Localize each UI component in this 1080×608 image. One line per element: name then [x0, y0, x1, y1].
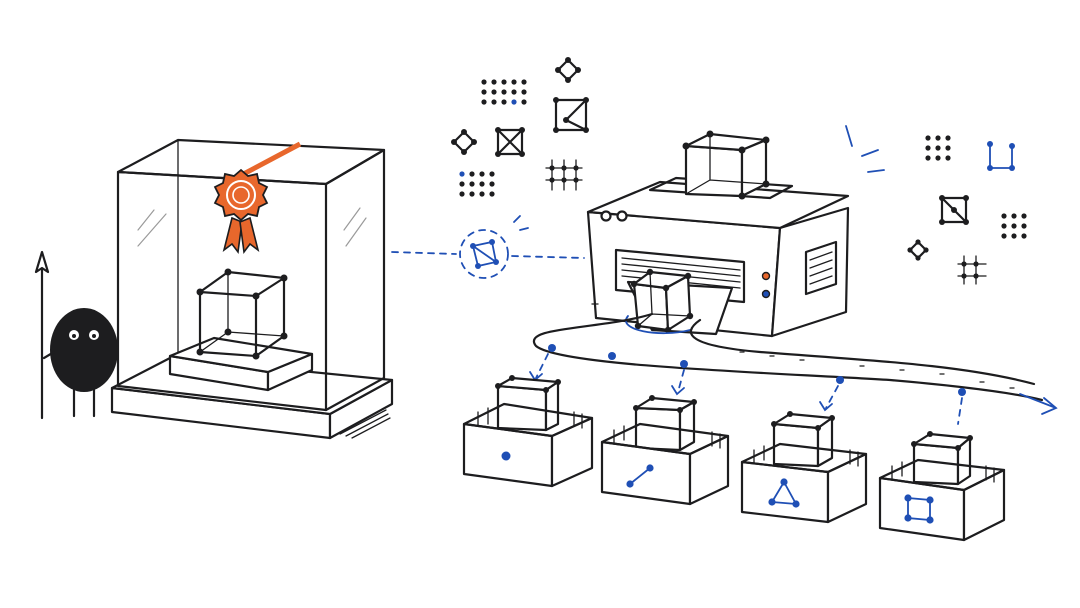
crossed-square-graph-icon [495, 127, 525, 157]
output-bin-1 [462, 375, 594, 488]
printer-output-slot [614, 248, 746, 304]
character-body [50, 308, 118, 392]
stream-arrow-icon [1019, 393, 1058, 415]
case-side-pane [324, 148, 386, 412]
input-cube [682, 130, 770, 200]
connector-node-to-printer [511, 255, 585, 259]
stream-edge-top [532, 312, 1044, 402]
printer-output-lines [621, 257, 741, 289]
output-cube [630, 268, 694, 334]
dot-grid-icon-b [459, 171, 495, 197]
polygon-graph-icon-a [553, 97, 589, 133]
stream-node-2 [608, 352, 616, 360]
glass-display-case [110, 138, 394, 440]
graph-node-icon [459, 215, 529, 279]
printer-button-left [600, 210, 612, 222]
paper-stream [529, 312, 1058, 425]
connector-case-to-node [391, 251, 457, 255]
glass-glint-left [137, 209, 167, 247]
output-bin-4 [878, 431, 1006, 542]
dot-grid-icon-a [481, 79, 527, 105]
drop-arrow-1 [535, 353, 549, 379]
dot-grid-icon-c [925, 135, 951, 161]
stream-dotted-track [739, 351, 1015, 389]
bin-2-pattern-segment [629, 467, 651, 485]
hash-graph-icon-b [957, 255, 987, 285]
hash-graph-icon [545, 159, 583, 191]
printer-button-right [616, 210, 628, 222]
dot-grid-icon-d [1001, 213, 1027, 239]
stream-node-4 [836, 376, 844, 384]
printer-top [586, 180, 850, 230]
spark-lines-icon [845, 125, 885, 173]
printer-machine [586, 130, 850, 338]
stream-node-1 [548, 344, 556, 352]
drop-arrow-3 [825, 385, 839, 409]
blue-bracket-graph-icon [987, 141, 1015, 171]
drop-arrow-2 [677, 369, 685, 393]
printer-vent [804, 240, 838, 296]
stream-edge-bottom [689, 318, 1036, 386]
output-bin-2 [600, 395, 730, 506]
certified-seal-icon [213, 168, 269, 255]
displayed-cube [196, 268, 288, 360]
printer-blue-light [761, 289, 771, 299]
case-base-hatching [339, 409, 391, 439]
diamond-square-graph-icon [939, 195, 969, 225]
glass-glint-right [343, 207, 367, 247]
diamond-graph-icon-a [555, 57, 581, 83]
printer-vent-slats [809, 251, 833, 285]
diamond-graph-icon-b [451, 129, 477, 155]
character-arm [42, 350, 56, 360]
stream-node-5 [958, 388, 966, 396]
diamond-graph-icon-c [907, 239, 929, 261]
bin-3-pattern-triangle [770, 480, 798, 506]
spear-guard-character [34, 250, 118, 420]
printer-orange-light [761, 271, 771, 281]
spear-tip-icon [34, 250, 50, 274]
node-spark-lines [513, 215, 529, 231]
output-bin-3 [740, 411, 868, 524]
drop-arrow-4 [957, 397, 963, 425]
seal-ribbon-strap [234, 141, 302, 181]
bin-1-pattern-point [501, 451, 511, 461]
stream-node-3 [680, 360, 688, 368]
printer-side [770, 206, 850, 338]
